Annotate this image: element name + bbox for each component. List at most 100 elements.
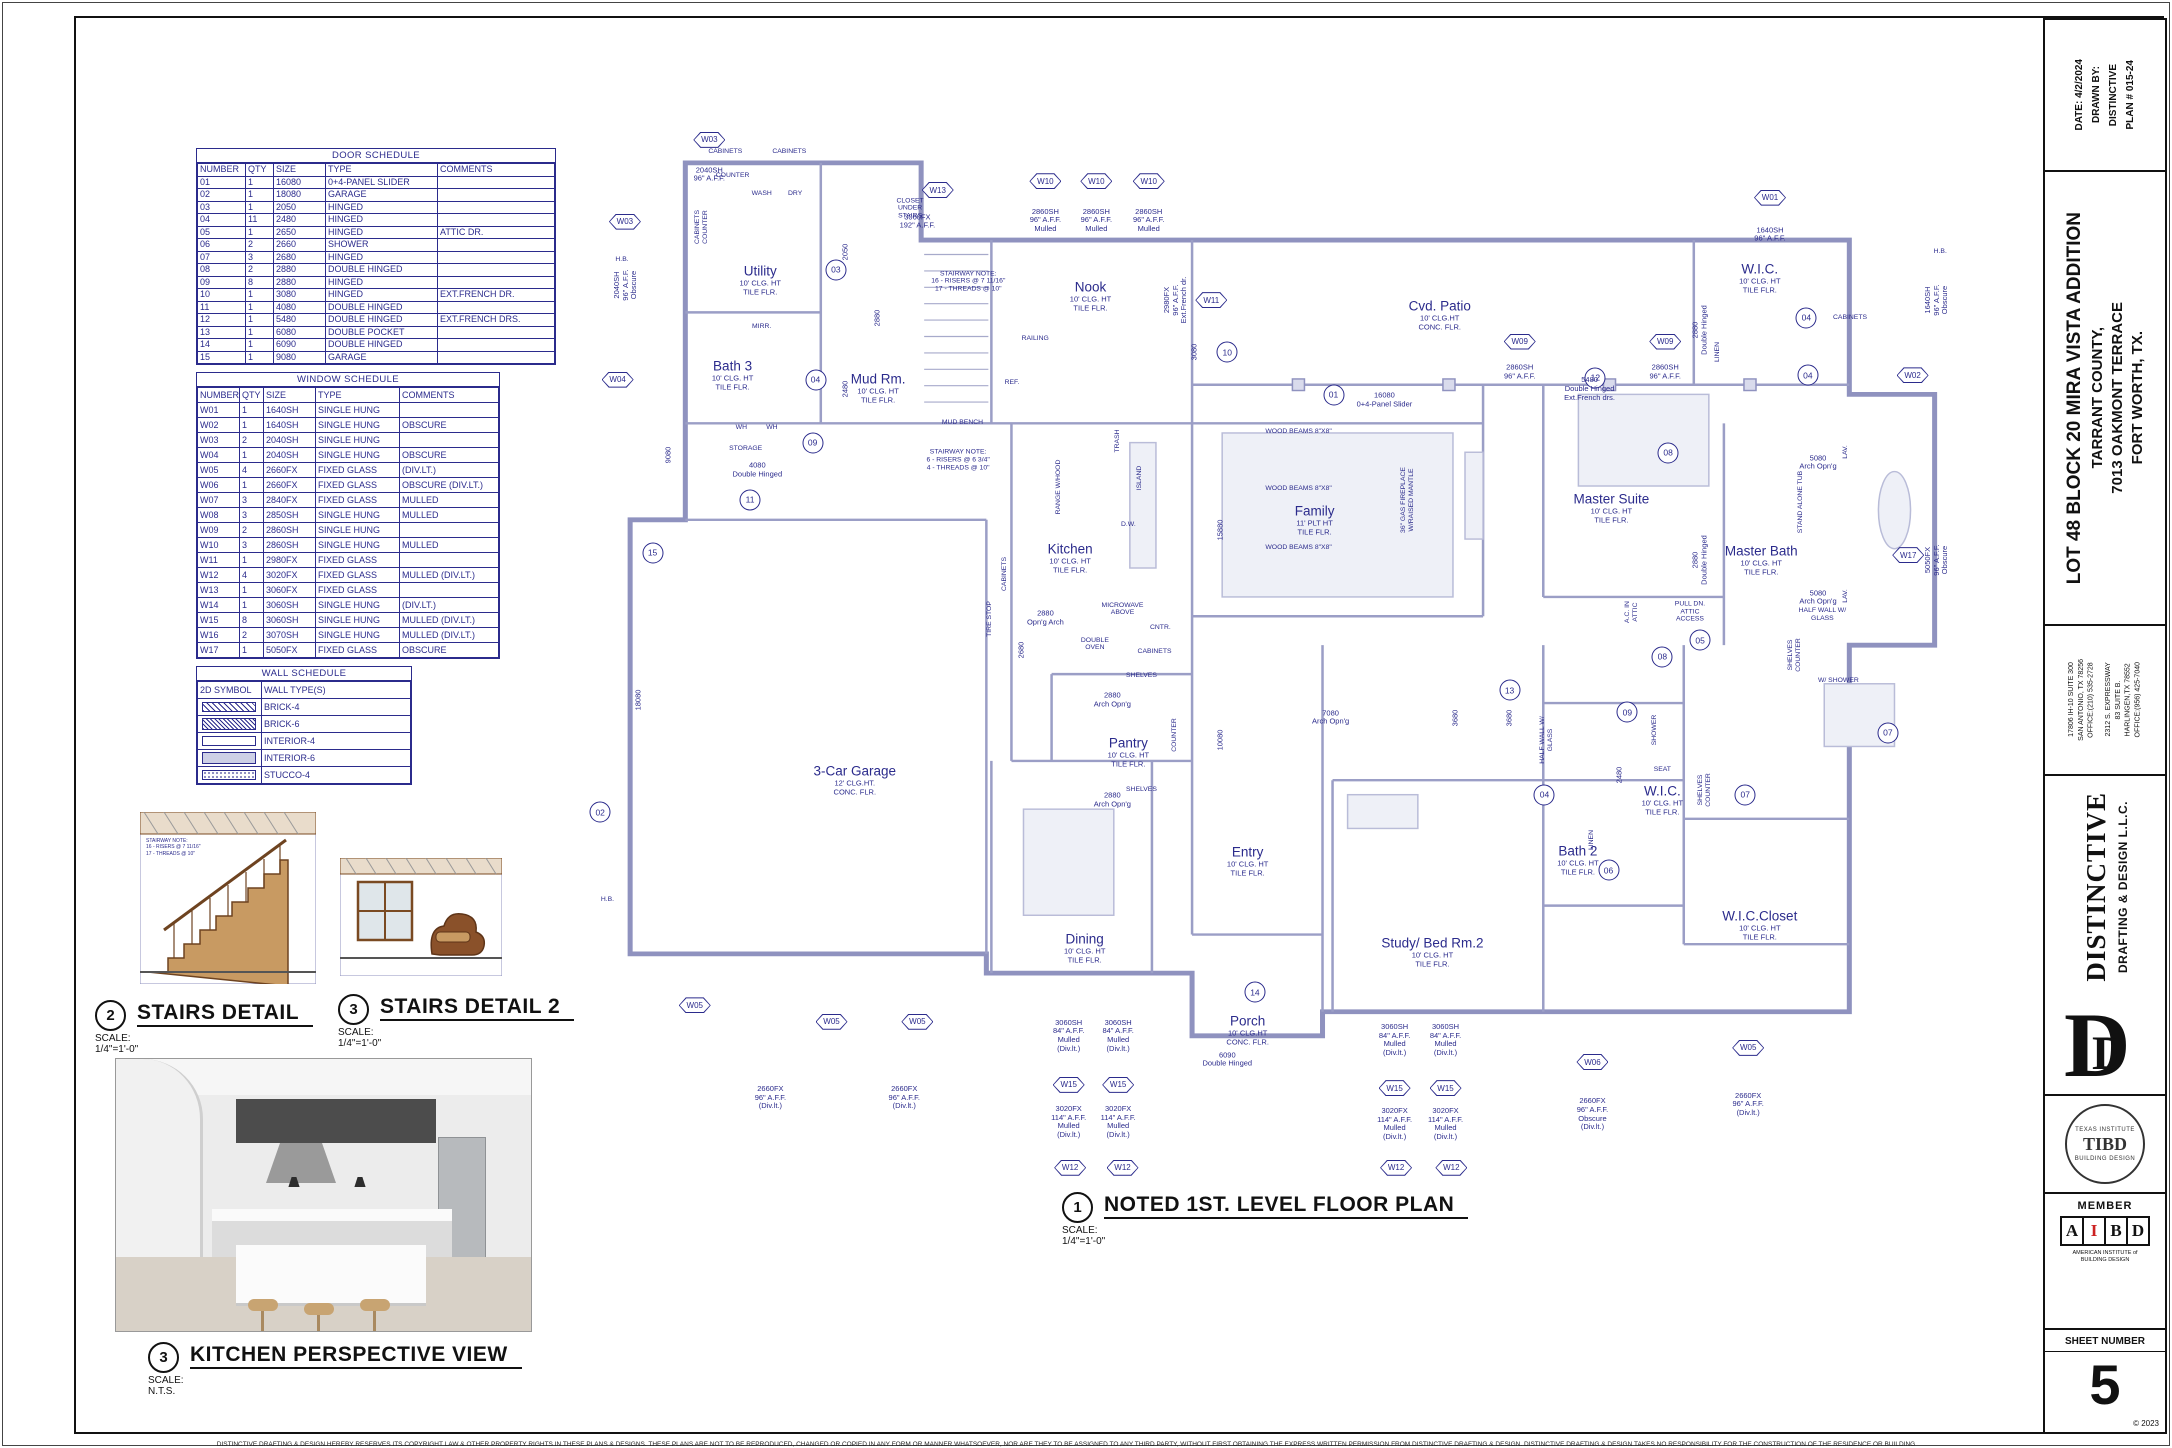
schedule-cell: 5480 <box>273 313 326 327</box>
feature-label: LAV. <box>1841 588 1849 603</box>
schedule-cell: 5050FX <box>263 642 316 658</box>
schedule-cell <box>399 432 499 448</box>
aibd-logo: A I B D <box>2060 1216 2150 1246</box>
stairs-detail-caption: 2 STAIRS DETAIL SCALE: 1/4"=1'-0" <box>95 1000 314 1055</box>
wall-symbol-swatch <box>202 702 256 712</box>
stairs-detail2-figure <box>339 857 503 977</box>
schedule-cell: 1 <box>245 300 274 314</box>
dimension-label: 18080 <box>634 689 644 711</box>
schedule-cell: MULLED <box>399 537 499 553</box>
schedule-cell: 1 <box>245 313 274 327</box>
schedule-cell: 10 <box>197 288 246 302</box>
schedule-cell: 1 <box>239 582 264 598</box>
dimension-label: 2680 <box>1016 641 1026 659</box>
logo-letter-big: D <box>2064 994 2131 1096</box>
window-tag-text: W11 <box>1196 293 1227 308</box>
feature-label: WOOD BEAMS 8"X8" <box>1265 484 1332 492</box>
feature-label: MIRR. <box>752 323 772 331</box>
schedule-cell: 2980FX <box>263 552 316 568</box>
window-tag-text: W15 <box>1430 1081 1461 1096</box>
schedule-header: WALL TYPE(S) <box>261 681 411 699</box>
member-label: MEMBER <box>2077 1200 2133 1212</box>
schedule-cell: 1 <box>239 447 264 463</box>
window-tag-text: W12 <box>1381 1160 1412 1175</box>
window-tag: W12 <box>1054 1159 1087 1176</box>
schedule-cell <box>437 238 555 252</box>
schedule-cell: 1640SH <box>263 402 316 418</box>
room-spec: 10' CLG. HT TILE FLR. <box>739 278 781 297</box>
dimension-label: 4080 Double Hinged <box>732 460 783 479</box>
schedule-header: TYPE <box>325 163 438 177</box>
window-schedule-title: WINDOW SCHEDULE <box>197 373 499 387</box>
title-block-sheet: SHEET NUMBER 5 © 2023 <box>2045 1330 2165 1432</box>
kitchen-render <box>116 1059 531 1331</box>
window-tag: W10 <box>1080 173 1113 190</box>
schedule-cell: 11 <box>197 300 246 314</box>
schedule-cell <box>197 698 262 716</box>
schedule-cell: 2650 <box>273 225 326 239</box>
feature-label: STAIRWAY NOTE: 16 - RISERS @ 7 11/16" 17… <box>931 269 1006 293</box>
dimension-label: 5080 Arch Opn'g <box>1799 452 1837 471</box>
schedule-cell <box>399 582 499 598</box>
feature-label: TRASH <box>1114 429 1122 453</box>
schedule-cell: W11 <box>197 552 240 568</box>
room-spec: 10' CLG.HT CONC. FLR. <box>1418 313 1461 332</box>
schedule-cell: 1640SH <box>263 417 316 433</box>
sheet-number-label: SHEET NUMBER <box>2045 1336 2165 1352</box>
aibd-letter-a: A <box>2062 1218 2084 1244</box>
door-tag: 12 <box>1584 367 1606 388</box>
feature-label: WH <box>735 423 747 431</box>
kitchen-vent-hood <box>266 1143 336 1183</box>
plan-number-label-1: DISTINCTIVE <box>2108 63 2119 127</box>
feature-label: CABINETS <box>708 147 743 155</box>
window-tag: W05 <box>901 1013 934 1030</box>
kitchen-stool <box>304 1303 334 1331</box>
office-address-1: 17806 IH-10 SUITE 300 SAN ANTONIO, TX 78… <box>2067 659 2095 741</box>
project-address: 7013 OAKMONT TERRACE <box>2109 302 2126 494</box>
schedule-cell: 08 <box>197 263 246 277</box>
feature-label: HALF WALL W/ GLASS <box>1539 716 1555 765</box>
room-name: Porch <box>1230 1013 1266 1029</box>
window-tag-text: W15 <box>1103 1077 1134 1092</box>
window-tag: W12 <box>1380 1159 1413 1176</box>
window-tag-text: W10 <box>1030 174 1061 189</box>
wall-symbol-swatch <box>202 718 256 730</box>
schedule-cell: 05 <box>197 225 246 239</box>
feature-label: HALF WALL W/ GLASS <box>1798 607 1847 623</box>
dimension-label: 3020FX 114" A.F.F. Mulled (Div.lt.) <box>1100 1103 1136 1139</box>
schedule-cell: 03 <box>197 200 246 214</box>
schedule-cell <box>437 175 555 189</box>
schedule-cell: W15 <box>197 612 240 628</box>
dimension-label: 3060SH 84" A.F.F. Mulled (Div.lt.) <box>1378 1021 1411 1057</box>
window-tag: W04 <box>601 371 634 388</box>
schedule-cell: FIXED GLASS <box>315 567 400 583</box>
window-tag: W12 <box>1106 1159 1139 1176</box>
wall-type-name: STUCCO-4 <box>261 766 411 784</box>
schedule-cell <box>437 250 555 264</box>
wall-symbol-swatch <box>202 752 256 764</box>
window-tag: W15 <box>1378 1080 1411 1097</box>
feature-label: RANGE W/HOOD <box>1054 459 1062 514</box>
dimension-label: 3680 <box>1450 709 1460 726</box>
schedule-cell: 4 <box>239 567 264 583</box>
schedule-cell: DOUBLE HINGED <box>325 263 438 277</box>
feature-label: 36" GAS FIREPLACE W/RAISED MANTLE <box>1399 466 1415 533</box>
schedule-cell: SINGLE HUNG <box>315 507 400 523</box>
window-tag: W15 <box>1429 1080 1462 1097</box>
drawn-by-label: DRAWN BY: <box>2091 66 2102 124</box>
dimension-label: 5050FX 96" A.F.F. Obscure <box>1923 543 1950 576</box>
feature-label: CNTR. <box>1149 624 1171 632</box>
kitchen-stool <box>248 1299 278 1331</box>
dimension-label: 2480 <box>840 381 850 398</box>
